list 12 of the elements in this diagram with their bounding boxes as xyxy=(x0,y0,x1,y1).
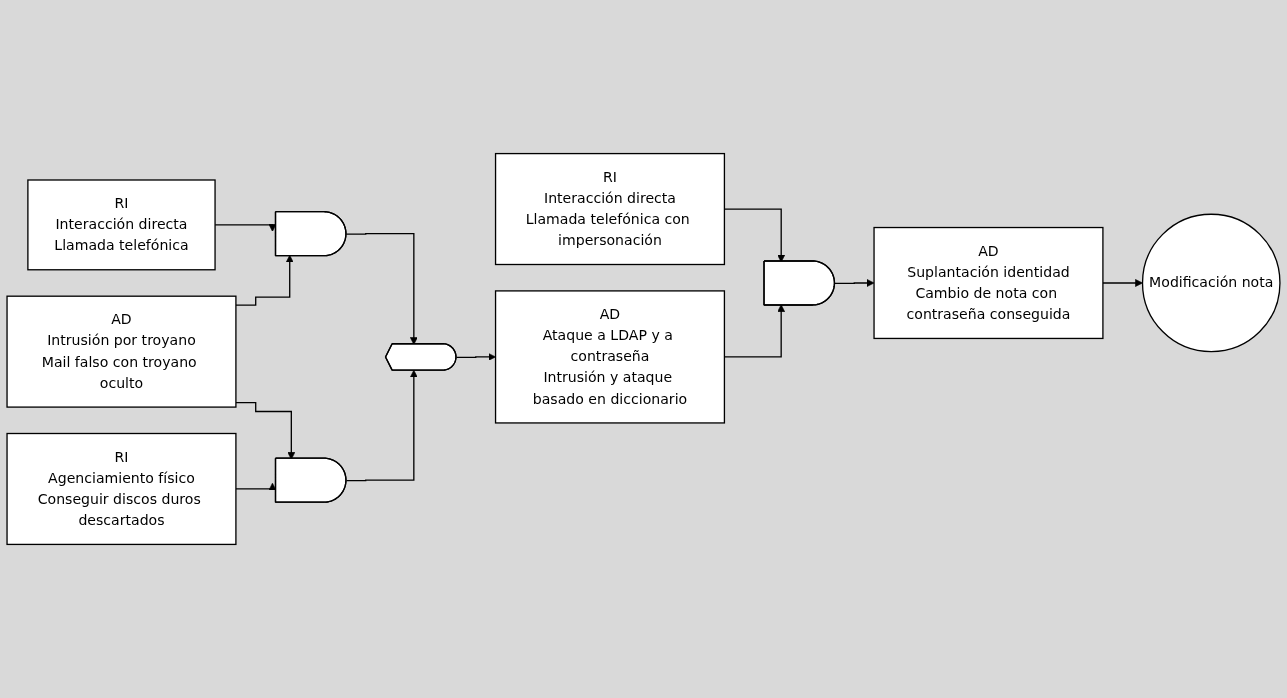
node-circle: Modificación nota xyxy=(1141,213,1281,353)
node-box: RI Interacción directa Llamada telefónica xyxy=(27,179,216,271)
node-box: RI Interacción directa Llamada telefónica con impersonación xyxy=(494,152,726,266)
arrow xyxy=(834,279,875,287)
node-box: AD Ataque a LDAP y a contraseña Intrusión y ataque basado en diccionario xyxy=(494,290,726,424)
arrow xyxy=(235,254,294,306)
arrow xyxy=(235,402,296,460)
arrow xyxy=(455,353,496,361)
arrow xyxy=(1102,279,1143,287)
node-box: AD Intrusión por troyano Mail falso con troyano oculto xyxy=(6,295,237,408)
node-box: RI Agenciamiento físico Conseguir discos duros descartados xyxy=(6,432,237,546)
node-box: AD Suplantación identidad Cambio de nota con contraseña conseguida xyxy=(873,226,1104,340)
